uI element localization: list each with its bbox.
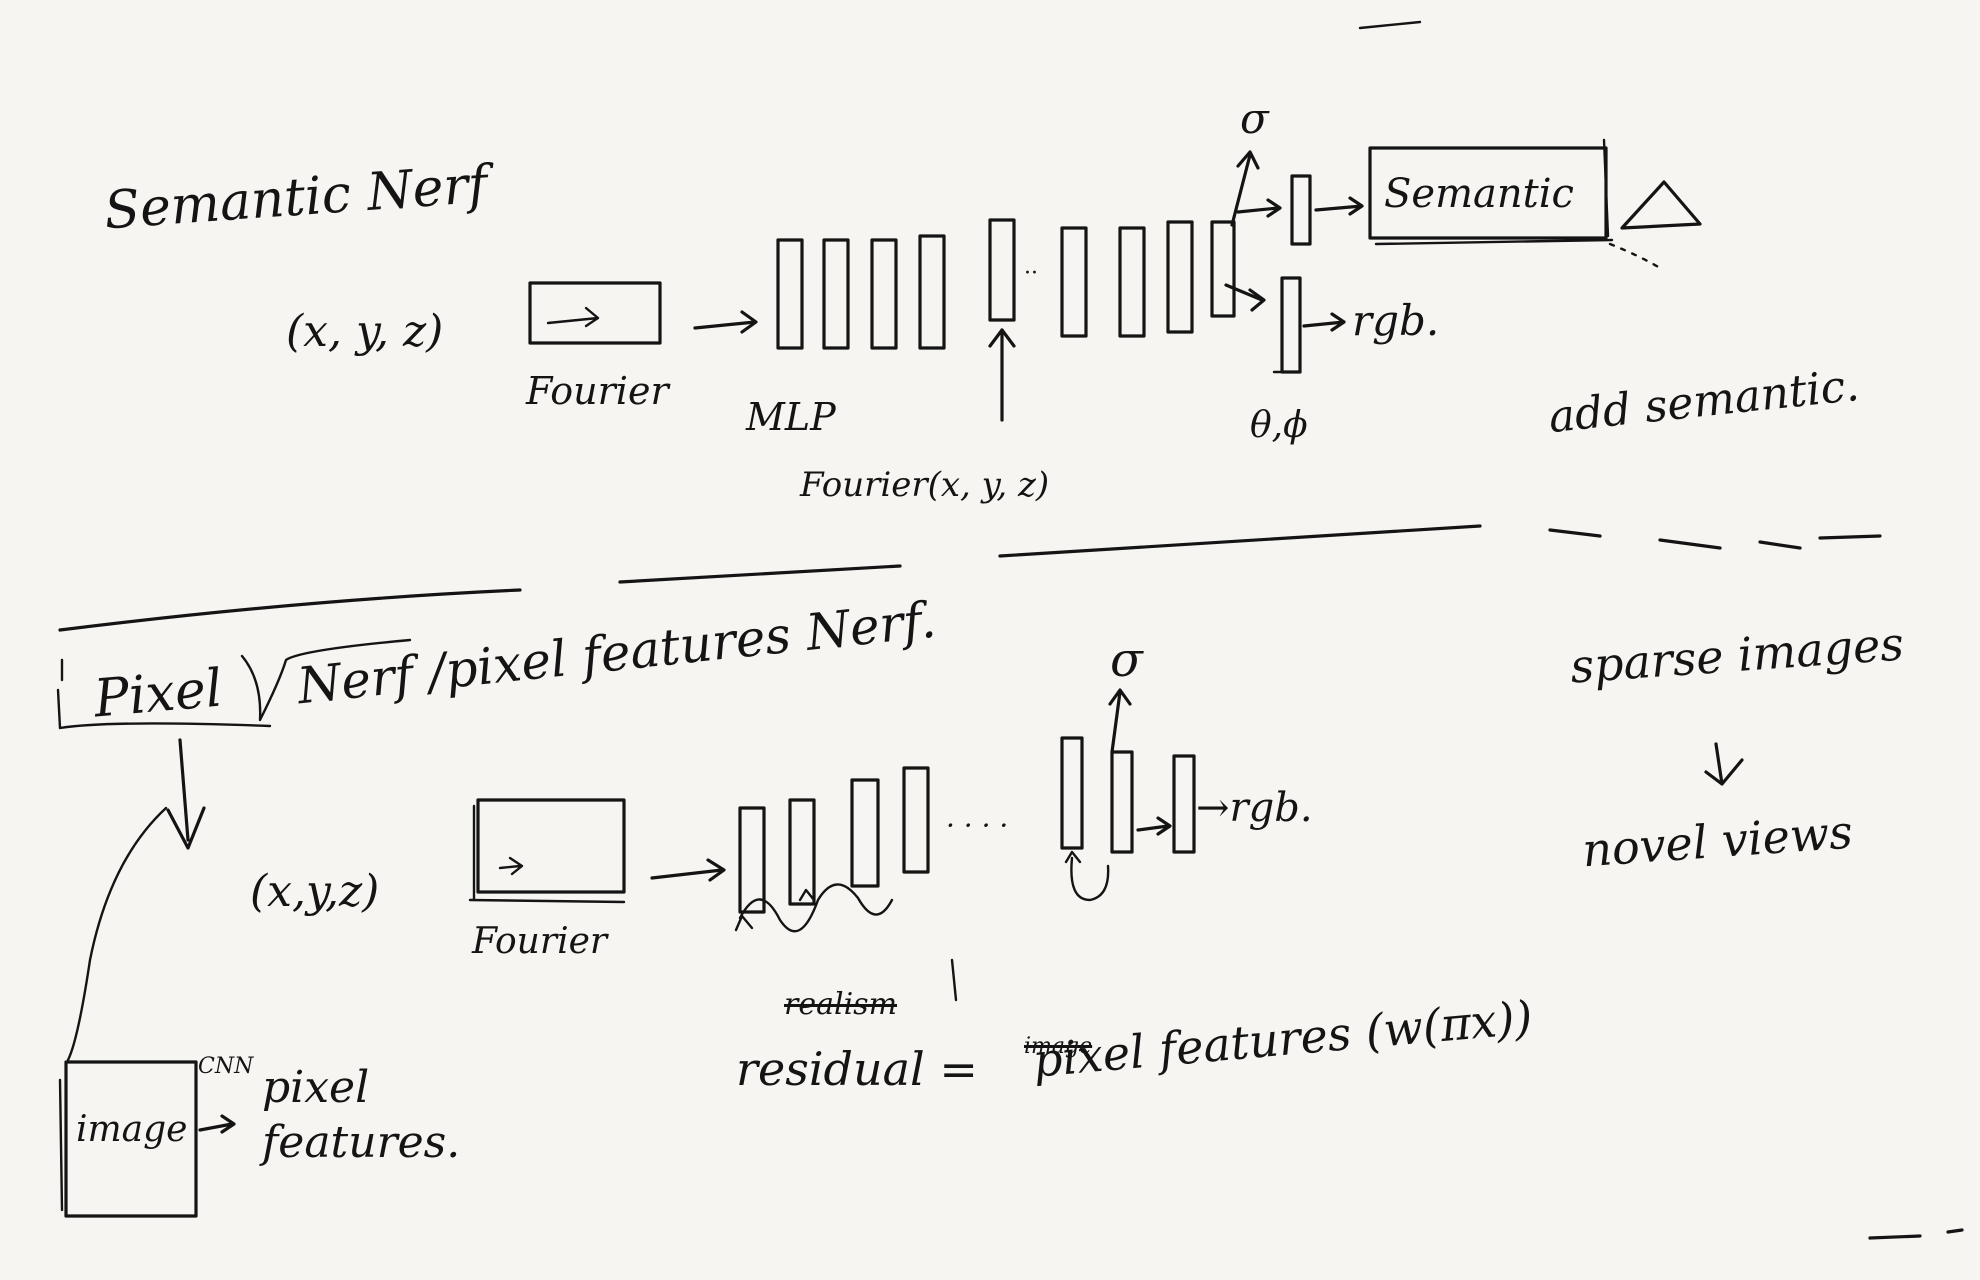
residual-label: residual =: [736, 1042, 978, 1096]
top-input-label: (x, y, z): [286, 306, 444, 357]
residual-connections: [738, 883, 894, 933]
bottom-fourier-to-mlp-arrow: [650, 858, 726, 882]
top-semantic-layer: [1290, 174, 1312, 246]
top-semantic-label: Semantic: [1384, 171, 1574, 217]
pixel-bracket: [60, 638, 412, 722]
bottom-mlp-layers: [738, 736, 1196, 914]
bottom-fourier-box: [476, 798, 626, 894]
top-rgb-layer: [1280, 276, 1302, 374]
bottom-to-rgb-layer-arrow: [1136, 816, 1172, 836]
bottom-title-pixel: Pixel: [91, 658, 225, 730]
cnn-label: CNN: [198, 1054, 254, 1079]
pixel-features-label: pixel features.: [262, 1062, 461, 1168]
image-box-label: image: [76, 1109, 188, 1150]
top-skip-label: Fourier(x, y, z): [800, 465, 1050, 505]
pixel-down-arrow: [166, 738, 206, 850]
top-rgb-label: rgb.: [1352, 296, 1440, 345]
bottom-fourier-label: Fourier: [472, 921, 608, 962]
top-mlp-label: MLP: [746, 395, 836, 439]
top-viewdir-label: θ,ϕ: [1250, 405, 1308, 446]
residual-struck-word: realism: [784, 987, 898, 1022]
top-sigma-label: σ: [1240, 94, 1269, 143]
top-to-semantic-arrow: [1314, 196, 1364, 216]
residual-struck-word-2: image: [1024, 1034, 1093, 1059]
top-fourier-box: [528, 281, 662, 345]
top-to-rgb-arrow: [1302, 312, 1346, 332]
top-rgb-branch-arrow: [1224, 283, 1266, 312]
bottom-rgb-label: →rgb.: [1196, 785, 1313, 831]
top-triangle-icon: [1620, 180, 1702, 230]
top-mlp-layers: [776, 218, 1236, 350]
section-separator: [58, 524, 1882, 632]
top-fourier-to-mlp-arrow: [693, 310, 758, 334]
bottom-dots: · · · ·: [946, 809, 1009, 842]
top-sigma-arrow: [1230, 150, 1260, 227]
sparse-to-novel-arrow: [1704, 742, 1744, 786]
image-to-features-arrow: [198, 1114, 236, 1134]
bottom-sigma-label: σ: [1110, 632, 1143, 688]
top-fourier-arrow-icon: [546, 306, 600, 328]
bottom-sigma-arrow: [1108, 688, 1132, 754]
top-semantic-branch-arrow: [1236, 198, 1282, 218]
pixel-to-image-line: [66, 806, 168, 1062]
top-skip-arrow: [988, 328, 1016, 422]
svg-text:··: ··: [1024, 261, 1038, 286]
bottom-fourier-arrow-icon: [498, 856, 524, 876]
image-box: [64, 1060, 198, 1218]
top-fourier-label: Fourier: [526, 369, 669, 413]
bottom-input-label: (x,y,z): [250, 866, 380, 917]
bottom-dash: [1868, 1228, 1964, 1240]
